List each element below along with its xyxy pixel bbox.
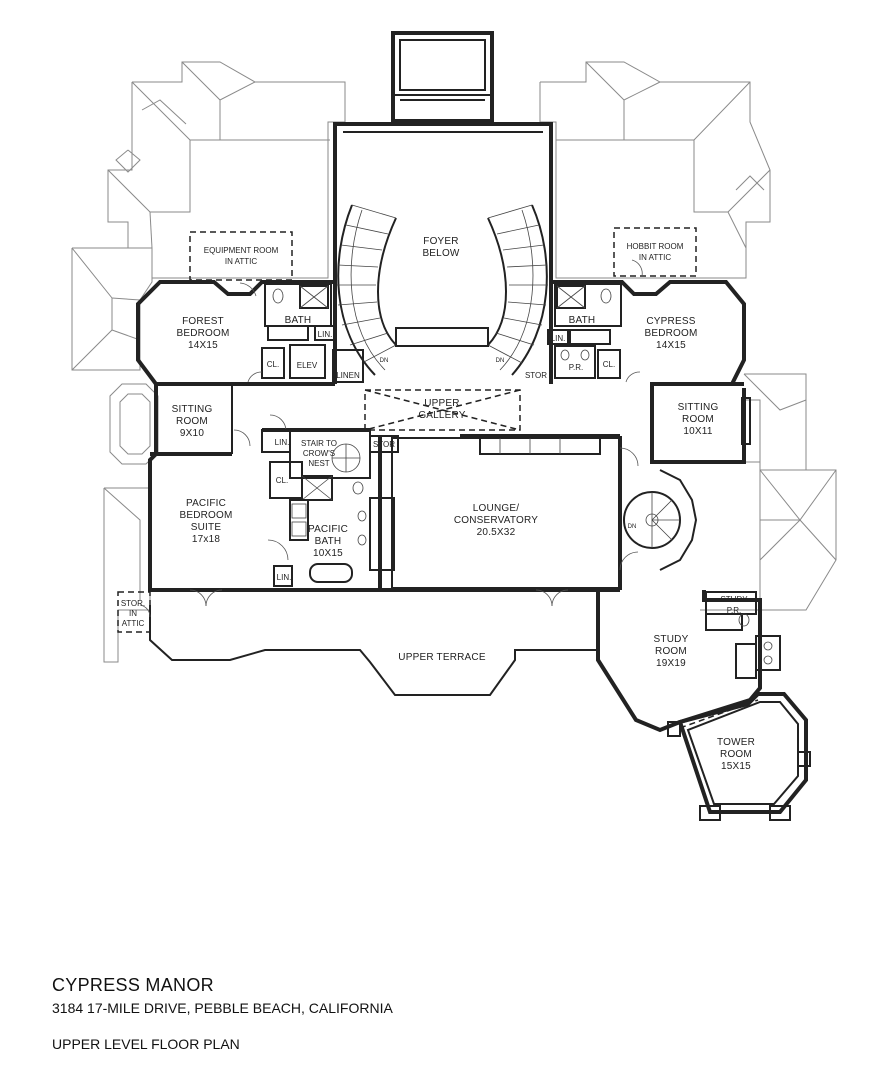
study-pr-label-1: STUDY	[720, 595, 748, 604]
pacific-suite-label-3: SUITE	[191, 522, 222, 533]
stair-treads-right	[487, 204, 548, 364]
foyer-label-1: FOYER	[423, 236, 458, 247]
room-labels: FOYER BELOW EQUIPMENT ROOM IN ATTIC HOBB…	[121, 236, 755, 772]
lin-center-label: LIN.	[275, 438, 290, 447]
stair-crows-nest-label-3: NEST	[308, 459, 329, 468]
cypress-bedroom-label-1: CYPRESS	[646, 316, 695, 327]
upper-terrace-label: UPPER TERRACE	[398, 652, 486, 663]
study-room-label-2: ROOM	[655, 646, 687, 657]
stair-down-label-left: DN	[380, 358, 389, 364]
plan-address: 3184 17-MILE DRIVE, PEBBLE BEACH, CALIFO…	[52, 1000, 393, 1016]
sitting-room-right-label-2: ROOM	[682, 414, 714, 425]
bath-left-label: BATH	[285, 315, 312, 326]
terrace-study-tower	[117, 590, 811, 821]
hobbit-room-label-2: IN ATTIC	[639, 253, 672, 262]
upper-gallery-label-2: GALLERY	[418, 410, 465, 421]
sitting-room-right-label-3: 10X11	[683, 426, 712, 437]
lin-right-label: LIN.	[551, 334, 566, 343]
pacific-bath-label-2: BATH	[315, 536, 342, 547]
upper-gallery-label-1: UPPER	[424, 398, 459, 409]
stair-crows-nest-label-2: CROW'S	[303, 449, 335, 458]
pacific-suite-label-2: BEDROOM	[179, 510, 232, 521]
foyer-label-2: BELOW	[422, 248, 459, 259]
forest-bedroom-label-3: 14X15	[188, 340, 218, 351]
tower-room-label-1: TOWER	[717, 737, 755, 748]
sitting-room-left-label-3: 9X10	[180, 428, 204, 439]
cypress-bedroom-label-3: 14X15	[656, 340, 686, 351]
forest-bedroom-label-2: BEDROOM	[176, 328, 229, 339]
closet-right-label: CL.	[603, 360, 615, 369]
lounge-label-1: LOUNGE/	[473, 503, 519, 514]
foyer-stairs: DN DN	[337, 204, 548, 376]
lin-left-label: LIN.	[318, 330, 333, 339]
study-room-label-1: STUDY	[654, 634, 689, 645]
lounge-label-2: CONSERVATORY	[454, 515, 538, 526]
floor-plan: DN DN	[71, 31, 837, 821]
equipment-room-label-2: IN ATTIC	[225, 257, 258, 266]
stair-treads-left	[337, 204, 397, 364]
pacific-suite-label-1: PACIFIC	[186, 498, 226, 509]
stor-attic-label-2: IN	[129, 609, 137, 618]
lounge-label-3: 20.5X32	[477, 527, 516, 538]
upper-gallery	[364, 389, 521, 431]
cypress-bedroom-label-2: BEDROOM	[644, 328, 697, 339]
pacific-suite-label-4: 17x18	[192, 534, 220, 545]
study-pr-label-2: P.R.	[727, 606, 742, 615]
tower-room-label-2: ROOM	[720, 749, 752, 760]
stair-crows-nest-label-1: STAIR TO	[301, 439, 337, 448]
stor-right-label: STOR	[525, 371, 547, 380]
sitting-room-left-label-2: ROOM	[176, 416, 208, 427]
title-block: CYPRESS MANOR 3184 17-MILE DRIVE, PEBBLE…	[52, 975, 752, 1052]
left-wing-interior	[189, 231, 364, 447]
bath-right-label: BATH	[569, 315, 596, 326]
stair-down-label-right: DN	[496, 358, 505, 364]
plan-name: UPPER LEVEL FLOOR PLAN	[52, 1036, 240, 1052]
closet-pacific-label: CL.	[276, 476, 288, 485]
powder-room-label: P.R.	[569, 363, 584, 372]
roof-lines	[71, 61, 837, 663]
right-wing-interior	[547, 227, 751, 445]
pacific-area	[189, 429, 399, 607]
stor-center-label: STOR	[373, 440, 395, 449]
equipment-room-label-1: EQUIPMENT ROOM	[204, 246, 279, 255]
entry-porch	[391, 31, 494, 123]
stor-attic-label-1: STOR.	[121, 599, 145, 608]
lin-pacific-label: LIN.	[277, 573, 292, 582]
closet-left-label: CL.	[267, 360, 279, 369]
study-room-label-3: 19X19	[656, 658, 686, 669]
pacific-bath-label-1: PACIFIC	[308, 524, 348, 535]
pacific-bath-label-3: 10X15	[313, 548, 343, 559]
linen-label: LINEN	[336, 371, 360, 380]
hobbit-room-label-1: HOBBIT ROOM	[627, 242, 684, 251]
sitting-room-left-label-1: SITTING	[172, 404, 213, 415]
lounge-area: DN	[391, 434, 698, 607]
tower-room-label-3: 15X15	[721, 761, 751, 772]
elevator-label: ELEV	[297, 361, 318, 370]
stor-attic-label-3: ATTIC	[122, 619, 145, 628]
spiral-stair-down-label: DN	[628, 524, 637, 530]
plan-title: CYPRESS MANOR	[52, 975, 214, 995]
sitting-room-right-label-1: SITTING	[678, 402, 719, 413]
forest-bedroom-label-1: FOREST	[182, 316, 224, 327]
